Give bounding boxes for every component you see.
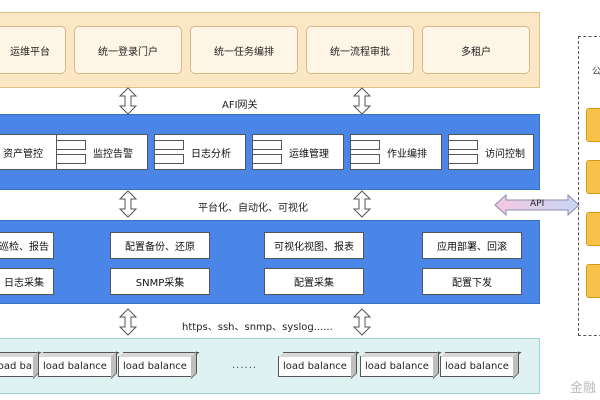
visual-report-label: 可视化视图、报表 xyxy=(274,242,354,253)
asset-control-label: 资产管控 xyxy=(3,148,43,160)
load-balance-label: load balance xyxy=(445,361,509,372)
double-arrow-icon xyxy=(118,190,372,218)
config-backup-box: 配置备份、还原 xyxy=(110,232,210,259)
log-collect-box: 日志采集 xyxy=(0,268,54,295)
monitor-alert-label: 监控告警 xyxy=(93,148,133,160)
component-icon xyxy=(448,140,478,164)
config-deploy-label: 配置下发 xyxy=(452,278,492,289)
external-system-box xyxy=(586,264,600,298)
gateway-arrows xyxy=(118,87,372,115)
unified-login-box: 统一登录门户 xyxy=(74,26,182,74)
component-icon xyxy=(252,140,282,164)
job-orchestration-component: 作业编排 xyxy=(350,134,442,170)
log-analysis-component: 日志分析 xyxy=(154,134,246,170)
load-balance-label: load balance xyxy=(123,361,187,372)
component-icon xyxy=(350,140,380,164)
app-deploy-label: 应用部署、回滚 xyxy=(437,242,507,253)
ops-management-label: 运维管理 xyxy=(289,148,329,160)
log-collect-label: 日志采集 xyxy=(4,278,44,289)
protocols-label: https、ssh、snmp、syslog...... xyxy=(182,322,333,333)
unified-task-label: 统一任务编排 xyxy=(214,46,274,58)
config-collect-label: 配置采集 xyxy=(294,278,334,289)
component-icon xyxy=(56,140,86,164)
external-panel-label: 公 xyxy=(592,67,600,77)
double-arrow-icon xyxy=(118,308,372,336)
ops-management-component: 运维管理 xyxy=(252,134,344,170)
job-orchestration-label: 作业编排 xyxy=(387,148,427,160)
load-balance-label: load balance xyxy=(283,361,347,372)
unified-approval-label: 统一流程审批 xyxy=(330,46,390,58)
load-balance-box: load balance xyxy=(38,356,112,377)
multi-tenant-label: 多租户 xyxy=(461,46,491,58)
unified-approval-box: 统一流程审批 xyxy=(306,26,414,74)
load-balance-box: load balance xyxy=(360,356,434,377)
component-icon xyxy=(154,140,184,164)
multi-tenant-box: 多租户 xyxy=(422,26,530,74)
gateway-label: AFI网关 xyxy=(222,100,258,111)
external-system-box xyxy=(586,160,600,194)
snmp-collect-label: SNMP采集 xyxy=(135,278,185,289)
ops-platform-label: 运维平台 xyxy=(10,46,50,58)
log-analysis-label: 日志分析 xyxy=(191,148,231,160)
config-deploy-box: 配置下发 xyxy=(422,268,522,295)
config-backup-label: 配置备份、还原 xyxy=(125,242,195,253)
api-label: API xyxy=(530,199,545,209)
monitor-alert-component: 监控告警 xyxy=(56,134,148,170)
snmp-collect-box: SNMP采集 xyxy=(110,268,210,295)
load-balance-box: load balance xyxy=(278,356,352,377)
inspection-report-box: 巡检、报告 xyxy=(0,232,54,259)
load-balance-box: load balance xyxy=(0,356,34,377)
external-systems-frame xyxy=(578,36,600,336)
asset-control-component: 资产管控 xyxy=(0,134,66,170)
config-collect-box: 配置采集 xyxy=(264,268,364,295)
load-balance-label: load balance xyxy=(43,361,107,372)
platform-arrows xyxy=(118,190,372,218)
ops-platform-box: 运维平台 xyxy=(0,26,66,74)
unified-task-box: 统一任务编排 xyxy=(190,26,298,74)
platform-label: 平台化、自动化、可视化 xyxy=(198,203,308,214)
visual-report-box: 可视化视图、报表 xyxy=(264,232,364,259)
load-balance-label: load balance xyxy=(365,361,429,372)
external-system-box xyxy=(586,212,600,246)
watermark-text: 金融 xyxy=(569,381,596,396)
app-deploy-box: 应用部署、回滚 xyxy=(422,232,522,259)
api-double-arrow-icon xyxy=(494,194,580,216)
access-control-label: 访问控制 xyxy=(485,148,525,160)
protocol-arrows xyxy=(118,308,372,336)
double-arrow-icon xyxy=(118,87,372,115)
external-system-box xyxy=(586,108,600,142)
load-balance-box: load balance xyxy=(118,356,192,377)
load-balance-box: load balance xyxy=(440,356,514,377)
access-control-component: 访问控制 xyxy=(448,134,534,170)
load-balance-label: load balance xyxy=(0,361,33,372)
inspection-report-label: 巡检、报告 xyxy=(0,242,49,253)
unified-login-label: 统一登录门户 xyxy=(98,46,158,58)
api-arrow xyxy=(494,194,580,216)
ellipsis: ...... xyxy=(232,360,258,371)
